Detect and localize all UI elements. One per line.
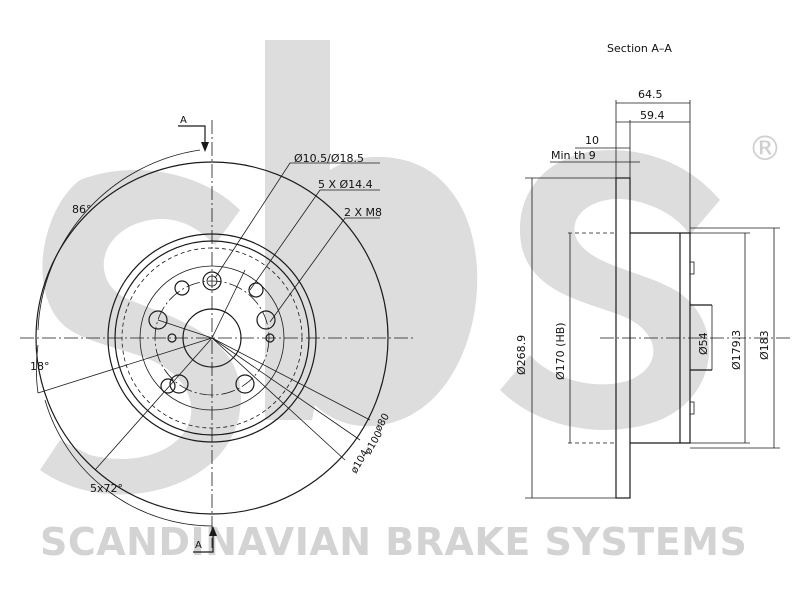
dia-104-label: ø104	[349, 448, 371, 475]
dia-179-3-label: Ø179.3	[730, 330, 743, 370]
center-bore	[182, 308, 242, 368]
dim-10-label: 10	[585, 134, 599, 147]
brand-tagline: SCANDINAVIAN BRAKE SYSTEMS	[40, 520, 747, 564]
friction-ring-inner-edge	[107, 233, 317, 443]
dim-64-5-label: 64.5	[638, 88, 663, 101]
radial-line	[211, 269, 246, 339]
locator-hole	[167, 333, 177, 343]
angle-pattern-label: 5x72°	[90, 482, 123, 495]
radial-line-pattern	[94, 337, 213, 471]
leader-hole-spec-2	[249, 189, 380, 291]
hat-section	[630, 232, 691, 444]
angle-arc-18	[36, 344, 39, 394]
section-marker-bottom	[193, 530, 214, 553]
leader-thread	[269, 217, 380, 323]
leader-dia-104	[211, 337, 346, 461]
hole-spec-1-label: Ø10.5/Ø18.5	[294, 152, 364, 165]
hidden-hat-circle	[121, 247, 303, 429]
bolt-seat-top	[689, 261, 695, 275]
dia-54-label: Ø54	[697, 332, 710, 355]
angle-arc-pattern	[44, 399, 213, 527]
bolt-holes	[148, 271, 276, 394]
section-title: Section A–A	[607, 42, 672, 55]
section-label-top: A	[180, 115, 187, 126]
angle-18-label: 18°	[30, 360, 50, 373]
radial-line	[157, 319, 213, 339]
dia-183-label: Ø183	[758, 330, 771, 360]
bolt-circle	[154, 280, 270, 396]
bolt-seat-bottom	[689, 401, 695, 415]
hub-pad-circle	[139, 265, 285, 411]
dia-170-label: Ø170 (HB)	[554, 322, 567, 380]
section-arrow-bottom	[209, 526, 217, 536]
friction-ring-section	[615, 177, 631, 499]
dia-268-9-label: Ø268.9	[515, 335, 528, 375]
bolt-hole	[235, 374, 255, 394]
leader-dia-100	[211, 337, 361, 441]
bolt-hole-inner	[206, 275, 218, 287]
leader-dia-80	[211, 337, 371, 421]
bolt-hole	[148, 310, 168, 330]
bolt-hole	[256, 310, 276, 330]
leader-hole-spec-1	[214, 162, 380, 279]
thread-spec-label: 2 X M8	[344, 206, 382, 219]
section-marker-top	[178, 125, 206, 148]
locator-hole	[265, 333, 275, 343]
radial-line-18deg	[37, 337, 213, 394]
bolt-hole	[202, 271, 222, 291]
thread-hole-m8	[174, 280, 190, 296]
thread-hole-m8	[160, 378, 176, 394]
angle-arc-86	[37, 149, 201, 331]
section-view	[525, 100, 790, 499]
dim-59-4-label: 59.4	[640, 109, 665, 122]
hat-outer-edge	[114, 240, 310, 436]
thread-hole-m8	[248, 282, 264, 298]
min-thickness-label: Min th 9	[551, 149, 596, 162]
registered-mark: ®	[748, 129, 782, 169]
section-arrow-top	[201, 142, 209, 152]
angle-86-label: 86°	[72, 203, 92, 216]
hole-spec-2-label: 5 X Ø14.4	[318, 178, 373, 191]
section-label-bottom: A	[195, 540, 202, 551]
front-view	[20, 120, 415, 553]
outer-disc-edge	[35, 161, 389, 515]
